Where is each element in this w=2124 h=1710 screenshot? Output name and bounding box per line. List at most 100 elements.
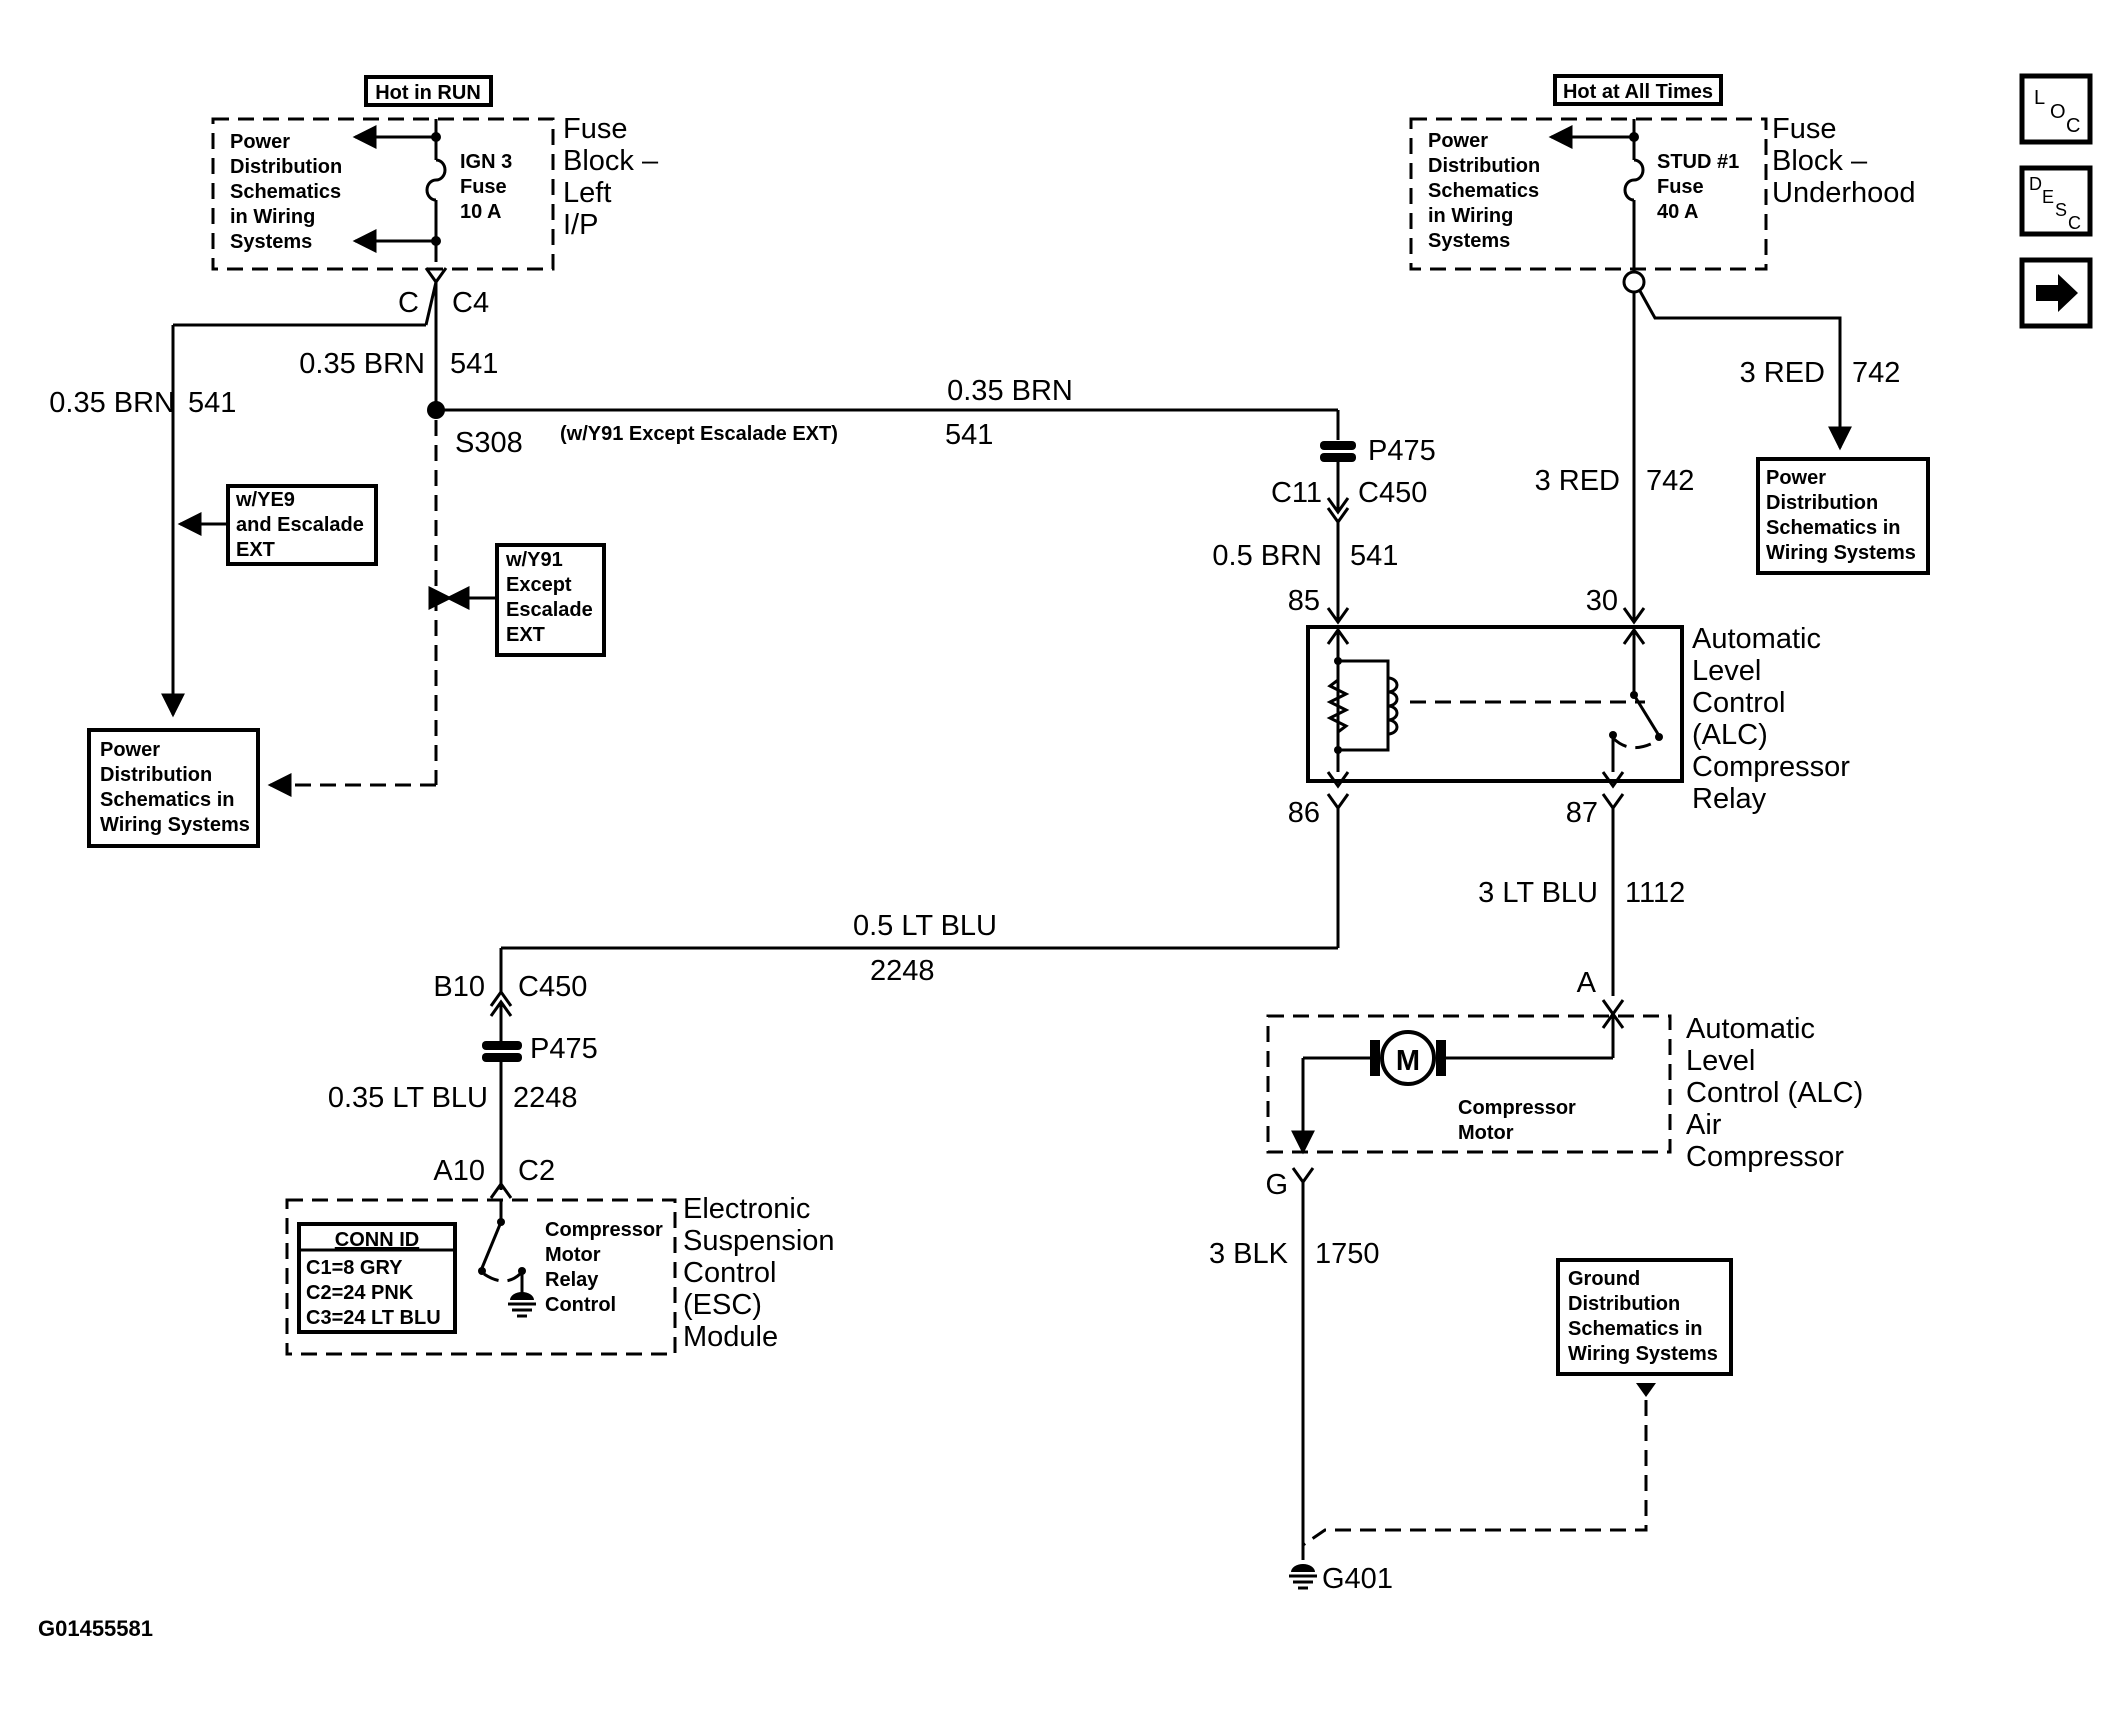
connector-c450-top-label: C450 [1358, 477, 1427, 509]
connector-c4-label: C4 [452, 287, 489, 319]
hot-in-run-label: Hot in RUN [375, 82, 481, 104]
pin-85-label: 85 [1288, 585, 1320, 617]
wire-0-35-brn-left-size: 0.35 BRN [49, 387, 175, 419]
esc-relay-control-label: Compressor Motor Relay Control [545, 1219, 668, 1316]
wire-0-35-brn-left-num: 541 [188, 387, 236, 419]
wire-0-35-brn-top-size: 0.35 BRN [947, 375, 1073, 407]
svg-text:E: E [2042, 187, 2054, 207]
pin-87-label: 87 [1566, 797, 1598, 829]
power-distribution-left-text: Power Distribution Schematics in Wiring … [100, 739, 250, 836]
connector-g-label: G [1265, 1169, 1288, 1201]
wire-3-blk-size: 3 BLK [1209, 1238, 1289, 1270]
wire-0-5-brn-num: 541 [1350, 540, 1398, 572]
wire-3-lt-blu-size: 3 LT BLU [1478, 877, 1598, 909]
power-distribution-left-box [87, 728, 260, 848]
wire-3-red-right-size: 3 RED [1740, 357, 1825, 389]
wire-3-blk-num: 1750 [1315, 1238, 1380, 1270]
stud1-fuse-symbol [1623, 158, 1645, 202]
alc-air-compressor: M Compressor Motor [1266, 999, 1672, 1155]
fuse-left-power-distribution-text: Power Distribution Schematics in Wiring … [230, 131, 348, 253]
wire-3-red-num: 742 [1646, 465, 1694, 497]
svg-text:D: D [2029, 174, 2042, 194]
svg-text:C: C [2068, 213, 2081, 233]
relay-switch-contact [1632, 694, 1660, 735]
connector-p475-top-label: P475 [1368, 435, 1436, 467]
pin-30-label: 30 [1586, 585, 1618, 617]
connector-c2-label: C2 [518, 1155, 555, 1187]
wire-3-red-right-num: 742 [1852, 357, 1900, 389]
svg-text:C: C [2066, 115, 2080, 137]
connector-a-label: A [1577, 967, 1597, 999]
wire-3-red-size: 3 RED [1535, 465, 1620, 497]
connector-c-label: C [398, 287, 419, 319]
fuse-block-left-box [211, 117, 555, 271]
alc-compressor-relay [1306, 607, 1684, 789]
esc-ground-icon [508, 1292, 536, 1318]
ground-distribution-text: Ground Distribution Schematics in Wiring… [1568, 1268, 1718, 1365]
relay-coil-symbol [1387, 676, 1399, 736]
air-compressor-title: Automatic Level Control (ALC) Air Compre… [1686, 1013, 1871, 1173]
stud1-terminal [1622, 270, 1646, 294]
power-distribution-right-box [1756, 457, 1930, 575]
ign3-fuse-symbol [425, 158, 447, 202]
connector-c450-bottom-symbol [489, 989, 513, 1007]
compressor-motor-label: Compressor Motor [1458, 1097, 1581, 1144]
connector-c450-top-symbol [1326, 497, 1350, 515]
pin-86-label: 86 [1288, 797, 1320, 829]
loc-button[interactable]: L O C [2019, 73, 2093, 145]
motor-symbol-label: M [1396, 1045, 1420, 1077]
compressor-motor-icon [1380, 1030, 1436, 1086]
esc-module: CONN ID C1=8 GRY C2=24 PNK C3=24 LT BLU … [285, 1198, 677, 1356]
air-compressor-box [1266, 1014, 1672, 1154]
fuse-block-left: Hot in RUN Power Distribution Schematics… [211, 75, 666, 319]
esc-relay-switch [480, 1221, 503, 1269]
conn-id-list: C1=8 GRY C2=24 PNK C3=24 LT BLU [306, 1257, 441, 1329]
fuse-block-right-title: Fuse Block – Underhood [1772, 113, 1916, 209]
ye9-note-text: w/YE9 and Escalade EXT [235, 489, 369, 561]
ye9-note-box [226, 484, 378, 566]
wire-0-5-brn-size: 0.5 BRN [1212, 540, 1322, 572]
wire-3-lt-blu-num: 1112 [1625, 877, 1685, 909]
hot-at-all-times-label: Hot at All Times [1563, 81, 1713, 103]
fuse-block-right: Hot at All Times Power Distribution Sche… [1409, 74, 1916, 272]
wire-0-5-lt-blu-size: 0.5 LT BLU [853, 910, 997, 942]
conn-id-header: CONN ID [335, 1229, 419, 1251]
conn-id-box [297, 1222, 457, 1334]
ground-g401-icon [1289, 1564, 1317, 1590]
connector-c2-symbol [489, 1181, 513, 1199]
connector-a10-label: A10 [433, 1155, 485, 1187]
splice-s308-label: S308 [455, 427, 523, 459]
ground-g401-label: G401 [1322, 1563, 1393, 1595]
y91-note-text: w/Y91 Except Escalade EXT [505, 549, 598, 646]
connector-p475-bottom-label: P475 [530, 1033, 598, 1065]
relay-box [1306, 625, 1684, 783]
ground-distribution-box [1556, 1258, 1733, 1376]
wire-0-35-lt-blu-num: 2248 [513, 1082, 578, 1114]
fuse-block-left-title: Fuse Block – Left I/P [563, 113, 666, 241]
right-arrow-icon [2036, 274, 2078, 312]
fuse-right-power-distribution-text: Power Distribution Schematics in Wiring … [1428, 130, 1546, 252]
option-note-label: (w/Y91 Except Escalade EXT) [560, 423, 838, 445]
svg-text:S: S [2055, 200, 2067, 220]
esc-module-title: Electronic Suspension Control (ESC) Modu… [683, 1193, 843, 1353]
connector-c450-bottom-label: C450 [518, 971, 587, 1003]
relay-resistor-symbol [1326, 661, 1350, 750]
relay-title: Automatic Level Control (ALC) Compressor… [1692, 623, 1858, 815]
connector-g-symbol [1291, 1167, 1315, 1185]
hot-at-all-times-label-box [1553, 74, 1723, 106]
svg-text:O: O [2050, 101, 2066, 123]
hot-in-run-label-box [364, 75, 493, 107]
power-distribution-right-text: Power Distribution Schematics in Wiring … [1766, 467, 1916, 564]
fuse-block-right-box [1409, 117, 1768, 271]
figure-id: G01455581 [38, 1616, 153, 1641]
wire-0-35-lt-blu-size: 0.35 LT BLU [328, 1082, 488, 1114]
y91-note-box [495, 543, 606, 657]
connector-c11-label: C11 [1271, 477, 1322, 509]
desc-button[interactable]: D E S C [2019, 165, 2093, 237]
next-button[interactable] [2019, 257, 2093, 329]
wire-0-35-brn-num: 541 [450, 348, 498, 380]
wire-0-35-brn-size: 0.35 BRN [299, 348, 425, 380]
esc-module-box [285, 1198, 677, 1356]
connector-p475-bottom [482, 1041, 522, 1062]
